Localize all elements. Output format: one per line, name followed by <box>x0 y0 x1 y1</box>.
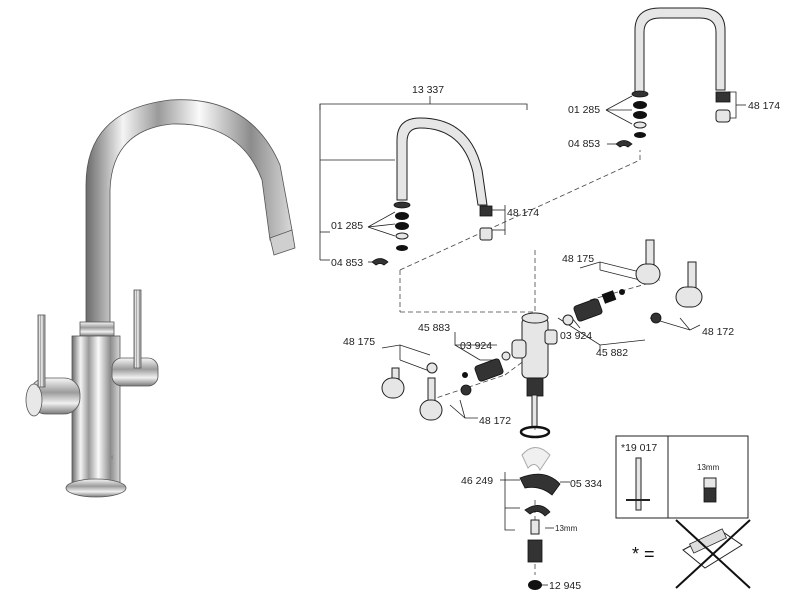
tool-box <box>615 435 749 519</box>
label-cap-left: 48 172 <box>479 415 511 427</box>
label-washer: 05 334 <box>570 478 602 490</box>
label-aerator-b: 48 174 <box>748 100 780 112</box>
cartridges-drawing <box>462 289 625 382</box>
faucet-product-image: ◐ <box>25 99 296 498</box>
label-clip-b: 04 853 <box>568 138 600 150</box>
part-labels: 13 337 01 285 04 853 48 174 01 285 04 85… <box>331 84 780 592</box>
label-wrench-size: 13mm <box>697 463 720 472</box>
label-clip-a: 04 853 <box>331 257 363 269</box>
handles-drawing <box>381 239 703 421</box>
label-cap-right: 48 172 <box>702 326 734 338</box>
label-stud-size: 13mm <box>555 524 578 533</box>
label-tool-code: *19 017 <box>621 442 657 454</box>
label-fixing-set: 46 249 <box>461 475 493 487</box>
label-cartridge-right: 03 924 <box>560 330 592 342</box>
fixing-set-drawing <box>519 425 561 590</box>
label-cartridge-left: 03 924 <box>460 340 492 352</box>
label-cartridge-body-left: 45 883 <box>418 322 450 334</box>
label-aerator-a: 48 174 <box>507 207 539 219</box>
label-oring-set-a: 01 285 <box>331 220 363 232</box>
label-cartridge-body-right: 45 882 <box>596 347 628 359</box>
label-spout-assembly: 13 337 <box>412 84 444 96</box>
mixer-body-drawing <box>511 312 558 428</box>
label-handle-set-left: 48 175 <box>343 336 375 348</box>
spout-13337-drawing <box>371 117 493 266</box>
no-tool-note <box>675 519 751 589</box>
note-symbol: * = <box>632 544 655 564</box>
label-hose: 12 945 <box>549 580 581 592</box>
spout-alt-drawing <box>615 7 731 148</box>
label-handle-set-right: 48 175 <box>562 253 594 265</box>
label-oring-set-b: 01 285 <box>568 104 600 116</box>
logo-mark: ◐ <box>110 452 115 462</box>
